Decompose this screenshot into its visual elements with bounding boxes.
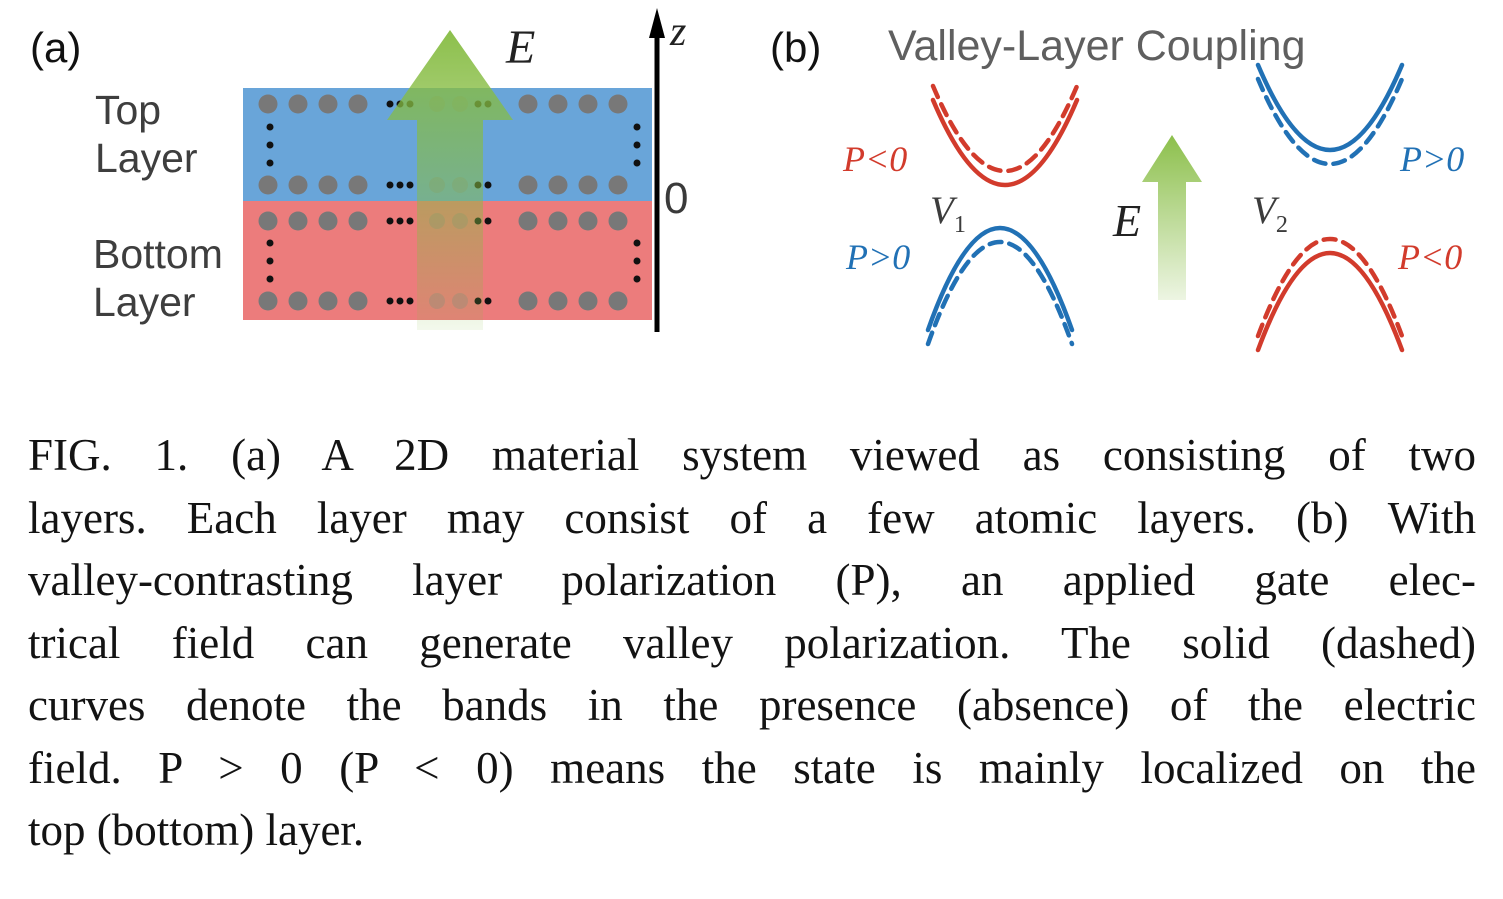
v2-lower-polarization-label: P<0: [1398, 237, 1463, 277]
valley2-label-base: V: [1252, 189, 1276, 232]
electric-field-arrow-b: [1142, 135, 1202, 300]
caption-line: top (bottom) layer.: [28, 805, 365, 855]
v1-lower-polarization-label: P>0: [846, 237, 911, 277]
valley1-label: V1: [930, 188, 966, 239]
figure-graphics: [243, 8, 1405, 353]
valley2-label-sub: 2: [1275, 210, 1288, 238]
caption-line: FIG. 1. (a) A 2D material system viewed …: [28, 430, 1476, 480]
top-layer-label: Top Layer: [95, 86, 198, 182]
origin-label: 0: [664, 174, 689, 223]
caption-line: curves denote the bands in the presence …: [28, 680, 1476, 730]
caption-line: valley-contrasting layer polarization (P…: [28, 555, 1476, 605]
v2-upper-polarization-label: P>0: [1400, 139, 1465, 179]
bottom-layer-label-line1: Bottom: [93, 231, 223, 277]
v1-conduction-solid: [930, 97, 1080, 188]
panel-a: [243, 8, 665, 332]
v2-valence-dashed: [1255, 236, 1405, 339]
electric-field-arrow-a: [387, 30, 513, 330]
z-axis-label: z: [670, 9, 687, 55]
figure-caption: FIG. 1. (a) A 2D material system viewed …: [28, 424, 1476, 862]
panel-b: [925, 62, 1405, 353]
valley2-label: V2: [1252, 188, 1288, 239]
bottom-layer-label: Bottom Layer: [93, 230, 223, 326]
panel-a-tag: (a): [30, 24, 82, 71]
v1-conduction-dashed: [930, 83, 1080, 174]
field-label-a: E: [506, 21, 536, 74]
v2-conduction-dashed: [1255, 76, 1405, 167]
valley1-label-base: V: [930, 189, 954, 232]
caption-line: layers. Each layer may consist of a few …: [28, 492, 1476, 543]
v2-valence-solid: [1255, 250, 1405, 353]
v2-conduction-solid: [1255, 62, 1405, 153]
panel-b-tag: (b): [770, 24, 822, 71]
v1-upper-polarization-label: P<0: [843, 139, 908, 179]
v1-valence-solid: [925, 226, 1075, 333]
valley-layer-coupling-title: Valley-Layer Coupling: [888, 22, 1306, 70]
valley1-label-sub: 1: [953, 210, 966, 238]
figure-1: (a) Top Layer Bottom Layer E z 0 (b) Val…: [0, 0, 1503, 420]
top-layer-label-line2: Layer: [95, 135, 198, 181]
z-axis: [649, 8, 665, 332]
bottom-layer-label-line2: Layer: [93, 279, 196, 325]
top-layer-label-line1: Top: [95, 87, 162, 133]
caption-line: field. P > 0 (P < 0) means the state is …: [28, 742, 1476, 793]
field-label-b: E: [1113, 195, 1142, 246]
v1-valence-dashed: [925, 240, 1075, 347]
caption-line: trical field can generate valley polariz…: [28, 617, 1476, 668]
